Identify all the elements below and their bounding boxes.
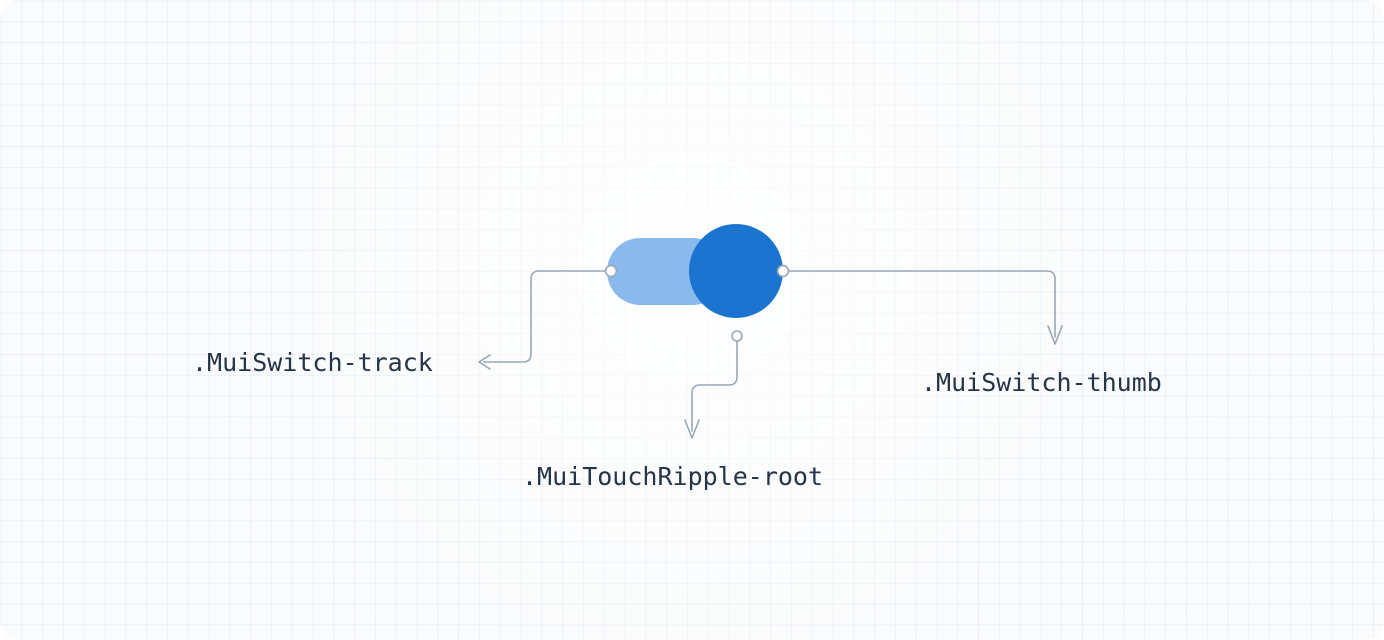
connector-thumb (776, 264, 1063, 345)
anchor-dot-track (604, 264, 618, 278)
connector-track (478, 264, 618, 370)
annotation-label-thumb: .MuiSwitch-thumb (921, 368, 1162, 397)
connector-ripple (684, 330, 743, 439)
anchor-dot-ripple (731, 330, 743, 342)
annotation-label-track: .MuiSwitch-track (192, 348, 433, 377)
switch-thumb-shape[interactable] (689, 224, 783, 318)
annotation-label-ripple: .MuiTouchRipple-root (522, 462, 824, 491)
anchor-dot-thumb (776, 264, 790, 278)
